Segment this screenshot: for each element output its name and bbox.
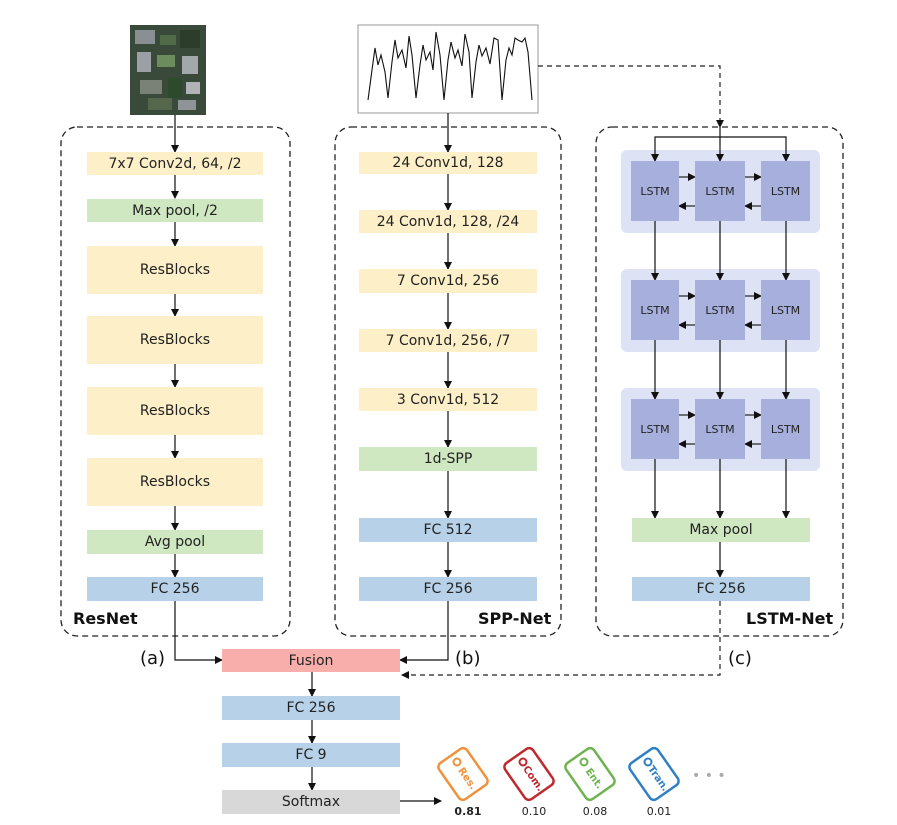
sppnet-conv-layer-5: 3 Conv1d, 512 bbox=[359, 388, 537, 411]
tag-tran-icon bbox=[628, 746, 680, 802]
lstm-cell: LSTM bbox=[761, 399, 810, 459]
sppnet-conv-layer-1: 24 Conv1d, 128 bbox=[359, 152, 537, 174]
sppnet-fc512-layer: FC 512 bbox=[359, 518, 537, 542]
sppnet-conv-layer-4: 7 Conv1d, 256, /7 bbox=[359, 329, 537, 352]
lstm-cell: LSTM bbox=[631, 280, 679, 340]
lstm-cell: LSTM bbox=[695, 280, 745, 340]
tag-tran-score: 0.01 bbox=[646, 805, 672, 818]
lstmnet-panel-frame bbox=[595, 126, 844, 637]
tag-ent-icon bbox=[564, 746, 616, 802]
tag-res-icon bbox=[437, 746, 489, 802]
resnet-avgpool-layer: Avg pool bbox=[87, 530, 263, 554]
lstm-cell: LSTM bbox=[695, 161, 745, 221]
resnet-resblock-3: ResBlocks bbox=[87, 387, 263, 435]
sppnet-spp-layer: 1d-SPP bbox=[359, 447, 537, 471]
sppnet-panel-title: SPP-Net bbox=[478, 609, 552, 628]
lstm-cell: LSTM bbox=[761, 161, 810, 221]
resnet-panel-title: ResNet bbox=[73, 609, 138, 628]
lstm-cell: LSTM bbox=[695, 399, 745, 459]
lstm-cell: LSTM bbox=[761, 280, 810, 340]
resnet-conv-layer: 7x7 Conv2d, 64, /2 bbox=[87, 152, 263, 175]
resnet-resblock-4: ResBlocks bbox=[87, 458, 263, 506]
branch-label-b: (b) bbox=[455, 648, 481, 669]
head-fc256-layer: FC 256 bbox=[222, 696, 400, 720]
tag-res-score: 0.81 bbox=[454, 805, 482, 818]
signal-plot-input bbox=[357, 24, 539, 114]
sppnet-conv-layer-2: 24 Conv1d, 128, /24 bbox=[359, 210, 537, 233]
fusion-layer: Fusion bbox=[222, 649, 400, 672]
resnet-fc-layer: FC 256 bbox=[87, 577, 263, 601]
head-fc9-layer: FC 9 bbox=[222, 743, 400, 767]
satellite-image-input bbox=[130, 25, 206, 115]
lstm-maxpool-layer: Max pool bbox=[632, 518, 810, 542]
branch-label-c: (c) bbox=[728, 648, 752, 669]
branch-label-a: (a) bbox=[140, 648, 166, 669]
tag-ent-score: 0.08 bbox=[582, 805, 608, 818]
tag-com-score: 0.10 bbox=[521, 805, 547, 818]
sppnet-fc256-layer: FC 256 bbox=[359, 577, 537, 601]
softmax-layer: Softmax bbox=[222, 790, 400, 814]
lstmnet-panel-title: LSTM-Net bbox=[746, 609, 834, 628]
more-classes-indicator: • • • bbox=[692, 768, 726, 784]
resnet-resblock-1: ResBlocks bbox=[87, 246, 263, 294]
lstm-fc-layer: FC 256 bbox=[632, 577, 810, 601]
sppnet-conv-layer-3: 7 Conv1d, 256 bbox=[359, 269, 537, 293]
resnet-maxpool-layer: Max pool, /2 bbox=[87, 199, 263, 222]
lstm-cell: LSTM bbox=[631, 161, 679, 221]
lstm-cell: LSTM bbox=[631, 399, 679, 459]
tag-com-icon bbox=[503, 746, 555, 802]
resnet-resblock-2: ResBlocks bbox=[87, 316, 263, 364]
